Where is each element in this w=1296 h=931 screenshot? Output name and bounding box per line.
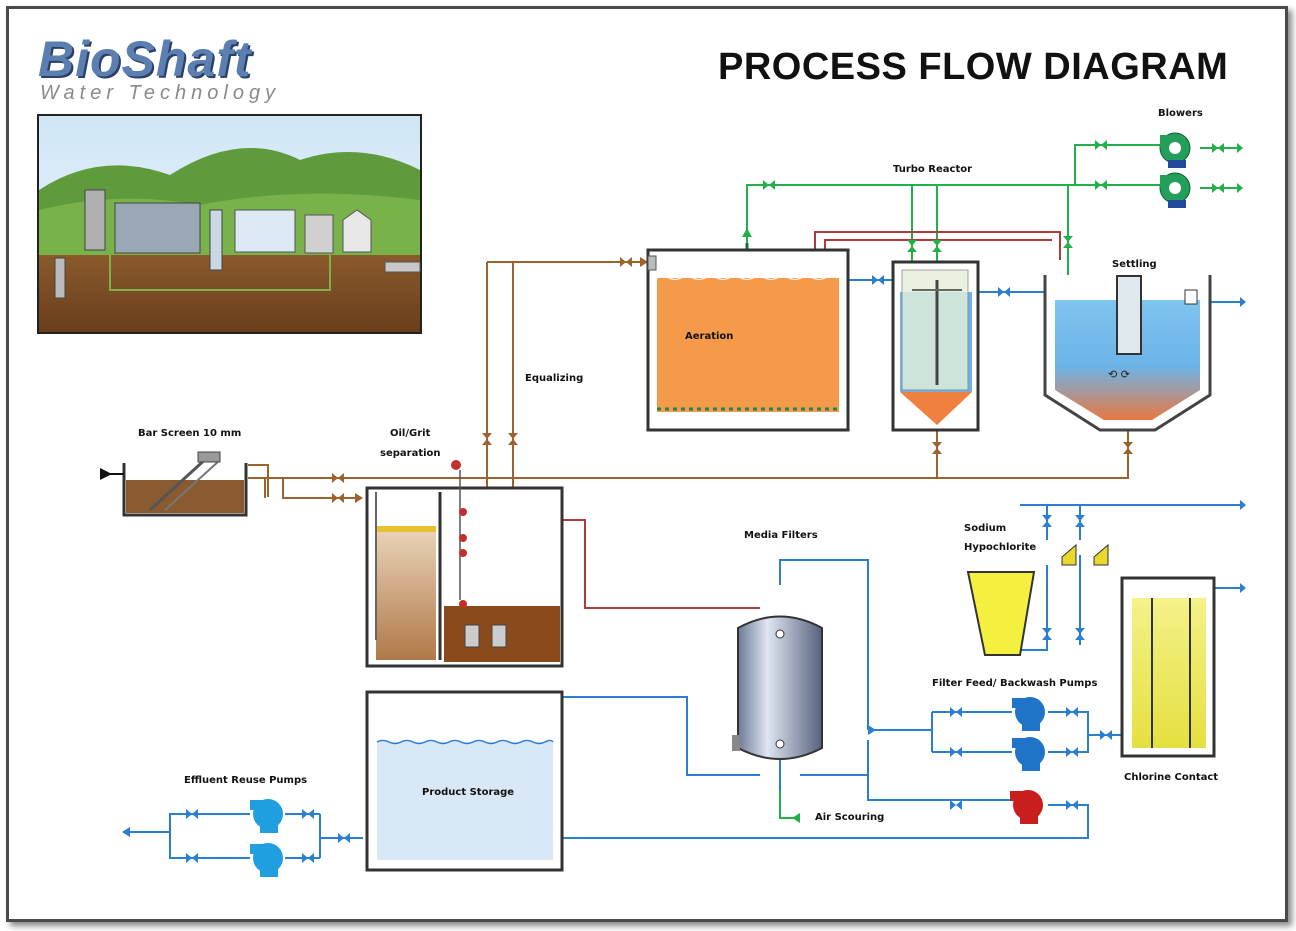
label-effluent-pumps: Effluent Reuse Pumps bbox=[184, 775, 308, 786]
blower-units bbox=[1159, 132, 1191, 208]
label-chlorine-contact: Chlorine Contact bbox=[1124, 772, 1219, 783]
label-oil-grit-2: separation bbox=[380, 448, 441, 459]
label-sodium-1: Sodium bbox=[964, 523, 1007, 534]
label-media-filters: Media Filters bbox=[744, 530, 818, 541]
page-title: PROCESS FLOW DIAGRAM bbox=[718, 46, 1229, 88]
label-turbo-reactor: Turbo Reactor bbox=[893, 164, 973, 175]
brand-tagline: Water Technology bbox=[40, 82, 281, 104]
product-storage-tank bbox=[365, 690, 564, 872]
turbo-reactor-tank bbox=[891, 260, 980, 432]
hypochlorite-hopper bbox=[966, 543, 1109, 656]
media-filter-vessel bbox=[732, 615, 823, 760]
label-equalizing: Equalizing bbox=[525, 373, 584, 384]
label-filter-pumps: Filter Feed/ Backwash Pumps bbox=[932, 678, 1098, 689]
label-product-storage: Product Storage bbox=[422, 787, 515, 798]
label-air-scouring: Air Scouring bbox=[815, 812, 885, 823]
label-oil-grit-1: Oil/Grit bbox=[390, 428, 431, 439]
chlorine-contact-tank bbox=[1120, 576, 1216, 758]
svg-text:⟲ ⟳: ⟲ ⟳ bbox=[1108, 368, 1130, 381]
bar-screen-tank bbox=[106, 451, 248, 517]
filter-feed-pumps bbox=[1010, 697, 1045, 824]
effluent-reuse-pumps bbox=[250, 799, 283, 877]
label-aeration: Aeration bbox=[685, 331, 734, 342]
flow-arrows bbox=[100, 143, 1246, 837]
settling-tank: ⟲ ⟳ bbox=[1043, 275, 1212, 432]
valves bbox=[186, 140, 1224, 863]
brand-logo: BioShaft bbox=[38, 31, 252, 87]
label-blowers: Blowers bbox=[1158, 108, 1203, 119]
label-bar-screen: Bar Screen 10 mm bbox=[138, 428, 242, 439]
aeration-tank bbox=[646, 248, 850, 432]
label-sodium-2: Hypochlorite bbox=[964, 542, 1037, 553]
label-settling: Settling bbox=[1112, 259, 1157, 270]
oil-grit-tank bbox=[365, 460, 564, 668]
site-illustration bbox=[37, 114, 422, 334]
